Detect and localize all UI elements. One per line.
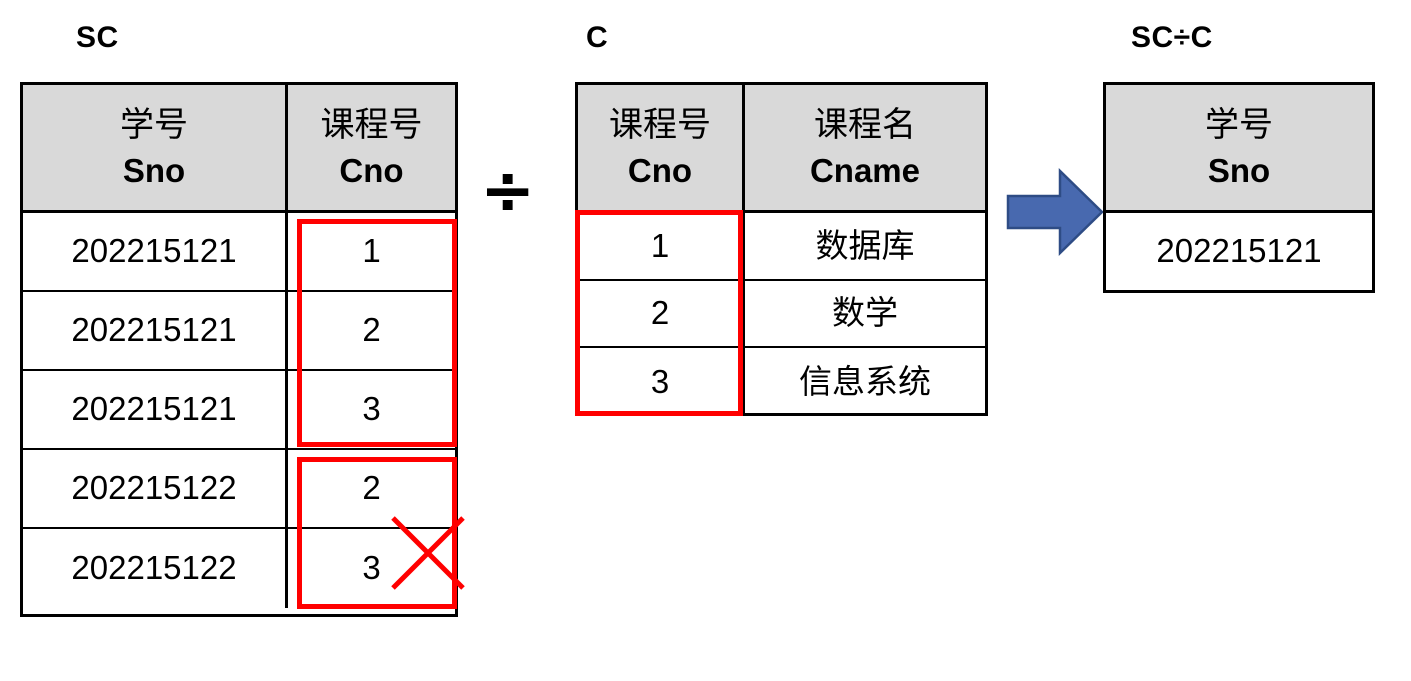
c-header-cname-en: Cname xyxy=(809,151,921,189)
result-arrow-icon xyxy=(1006,168,1104,256)
sc-cell-sno: 202215122 xyxy=(23,529,288,608)
c-cell-cname: 信息系统 xyxy=(799,361,931,401)
sc-header-cno: 课程号 Cno xyxy=(288,85,455,210)
result-table-title: SC÷C xyxy=(1131,21,1213,54)
c-table-title: C xyxy=(586,21,609,54)
c-cell-cname: 数据库 xyxy=(815,225,915,265)
table-row: 202215122 3 xyxy=(23,529,455,608)
division-operator: ÷ xyxy=(480,152,536,229)
table-row: 202215122 2 xyxy=(23,450,455,529)
sc-header-cno-en: Cno xyxy=(339,151,404,189)
sc-header-row: 学号 Sno 课程号 Cno xyxy=(23,85,455,213)
result-header-sno: 学号 Sno xyxy=(1106,85,1372,210)
sc-cell-sno: 202215122 xyxy=(23,450,288,527)
sc-cell-cno: 2 xyxy=(362,311,381,349)
sc-cell-sno: 202215121 xyxy=(23,213,288,290)
table-row: 202215121 1 xyxy=(23,213,455,292)
sc-cell-cno: 3 xyxy=(362,549,381,587)
sc-cell-sno: 202215121 xyxy=(23,371,288,448)
c-header-cno-zh: 课程号 xyxy=(609,104,711,145)
table-row: 202215121 xyxy=(1106,213,1372,290)
c-relation-table: 课程号 Cno 课程名 Cname 1 数据库 2 数学 3 信息系统 xyxy=(575,82,988,416)
sc-header-sno-zh: 学号 xyxy=(120,104,188,145)
c-cell-cno: 2 xyxy=(578,281,745,346)
result-header-sno-zh: 学号 xyxy=(1205,104,1273,145)
result-relation-table: 学号 Sno 202215121 xyxy=(1103,82,1375,293)
sc-header-sno: 学号 Sno xyxy=(23,85,288,210)
table-row: 2 数学 xyxy=(578,281,985,348)
table-row: 3 信息系统 xyxy=(578,348,985,416)
result-header-row: 学号 Sno xyxy=(1106,85,1372,213)
sc-header-cno-zh: 课程号 xyxy=(320,104,423,145)
sc-table-title: SC xyxy=(76,21,119,54)
table-row: 202215121 3 xyxy=(23,371,455,450)
c-header-row: 课程号 Cno 课程名 Cname xyxy=(578,85,985,213)
result-cell-sno: 202215121 xyxy=(1156,232,1322,270)
table-row: 202215121 2 xyxy=(23,292,455,371)
c-header-cname-zh: 课程名 xyxy=(814,104,916,145)
c-header-cno: 课程号 Cno xyxy=(578,85,745,210)
c-cell-cno: 1 xyxy=(578,213,745,279)
sc-cell-cno: 3 xyxy=(362,390,381,428)
c-cell-cno: 3 xyxy=(578,348,745,416)
table-row: 1 数据库 xyxy=(578,213,985,281)
sc-header-sno-en: Sno xyxy=(122,151,186,189)
sc-relation-table: 学号 Sno 课程号 Cno 202215121 1 202215121 2 2… xyxy=(20,82,458,617)
sc-cell-cno: 1 xyxy=(362,232,381,270)
c-cell-cname: 数学 xyxy=(832,293,898,333)
sc-cell-sno: 202215121 xyxy=(23,292,288,369)
result-header-sno-en: Sno xyxy=(1207,151,1271,189)
sc-cell-cno: 2 xyxy=(362,469,381,507)
c-header-cname: 课程名 Cname xyxy=(745,85,985,210)
c-header-cno-en: Cno xyxy=(627,151,693,189)
